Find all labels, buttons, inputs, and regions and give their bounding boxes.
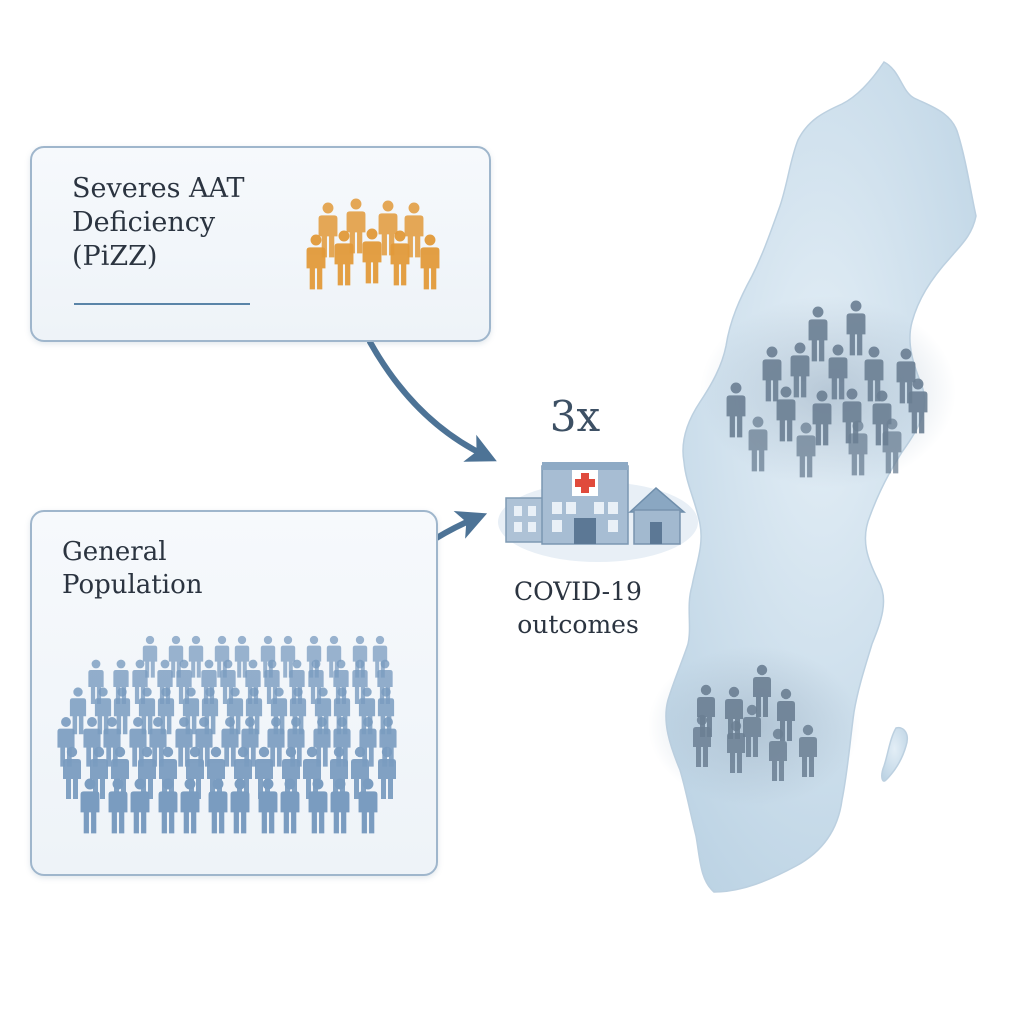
- arrow-aat-to-outcome: [367, 339, 497, 462]
- people-layer: [693, 300, 928, 781]
- aat-deficiency-title: Severes AAT Deficiency (PiZZ): [72, 173, 245, 273]
- map-person: [812, 390, 832, 446]
- aat-title-underline: [74, 303, 250, 305]
- map-person: [753, 664, 771, 717]
- general-population-title: General Population: [62, 537, 203, 600]
- map-person: [882, 418, 902, 474]
- risk-ratio-label: 3x: [549, 392, 601, 441]
- map-person: [790, 342, 810, 398]
- map-person: [808, 306, 828, 362]
- map-person: [727, 720, 745, 773]
- covid-outcomes-label: COVID-19 outcomes: [514, 577, 642, 639]
- map-person: [842, 388, 862, 444]
- map-person: [848, 420, 868, 476]
- map-person: [762, 346, 782, 402]
- map-person: [743, 704, 761, 757]
- map-person: [908, 378, 928, 434]
- map-person: [799, 724, 817, 777]
- map-person: [776, 386, 796, 442]
- gotland-island: [881, 726, 908, 782]
- map-person: [693, 714, 711, 767]
- map-person: [864, 346, 884, 402]
- map-person: [726, 382, 746, 438]
- map-person: [828, 344, 848, 400]
- map-person: [846, 300, 866, 356]
- map-person: [796, 422, 816, 478]
- map-person: [748, 416, 768, 472]
- map-person: [769, 728, 787, 781]
- hospital-icon: [498, 462, 698, 562]
